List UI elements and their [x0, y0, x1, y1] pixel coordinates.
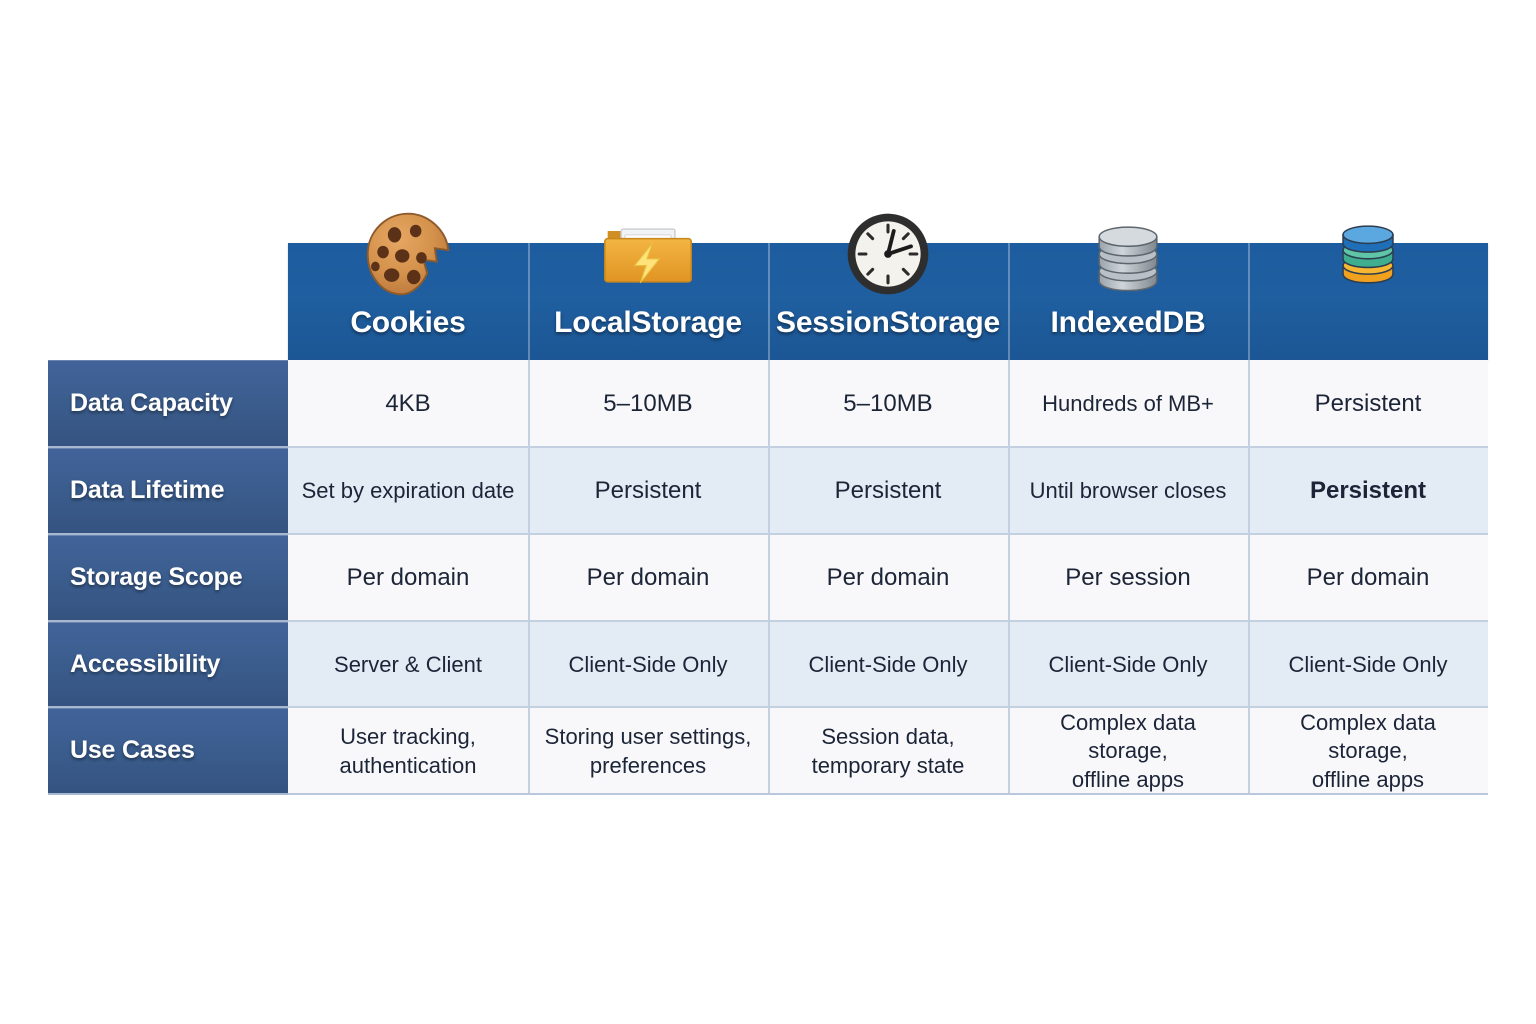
table-cell: Persistent — [1248, 360, 1488, 448]
table-cell: Persistent — [528, 448, 768, 535]
column-header-label: LocalStorage — [554, 306, 742, 339]
table-cell: Per session — [1008, 535, 1248, 622]
table-cell: Per domain — [1248, 535, 1488, 622]
table-cell: Complex data storage, offline apps — [1248, 708, 1488, 795]
row-header-accessibility: Accessibility — [48, 622, 288, 708]
table-cell: Complex data storage, offline apps — [1008, 708, 1248, 795]
table-cell: Until browser closes — [1008, 448, 1248, 535]
table-cell: User tracking, authentication — [288, 708, 528, 795]
row-header-data-lifetime: Data Lifetime — [48, 448, 288, 535]
table-cell: Client-Side Only — [1008, 622, 1248, 708]
column-header-indexeddb[interactable]: IndexedDB — [1008, 196, 1248, 360]
database-color-icon — [1342, 225, 1394, 284]
table-cell: 5–10MB — [528, 360, 768, 448]
clock-icon — [847, 213, 929, 295]
row-header-data-capacity: Data Capacity — [48, 360, 288, 448]
table-cell: Client-Side Only — [768, 622, 1008, 708]
table-cell: Per domain — [768, 535, 1008, 622]
table-cell: Per domain — [288, 535, 528, 622]
column-header-extra[interactable] — [1248, 196, 1488, 360]
table-row: Use Cases User tracking, authentication … — [48, 708, 1488, 795]
table-row: Accessibility Server & Client Client-Sid… — [48, 622, 1488, 708]
table-cell: 5–10MB — [768, 360, 1008, 448]
column-header-label: Cookies — [350, 306, 466, 339]
cookie-icon — [366, 212, 450, 296]
table-row: Data Capacity 4KB 5–10MB 5–10MB Hundreds… — [48, 360, 1488, 448]
table-cell: Storing user settings, preferences — [528, 708, 768, 795]
table-cell: Per domain — [528, 535, 768, 622]
table-cell: Hundreds of MB+ — [1008, 360, 1248, 448]
table-cell: Persistent — [768, 448, 1008, 535]
table-row: Data Lifetime Set by expiration date Per… — [48, 448, 1488, 535]
comparison-table: Cookies LocalStorage — [48, 196, 1488, 796]
column-header-localstorage[interactable]: LocalStorage — [528, 196, 768, 360]
table-cell: Set by expiration date — [288, 448, 528, 535]
row-header-use-cases: Use Cases — [48, 708, 288, 795]
table-cell: Client-Side Only — [1248, 622, 1488, 708]
table-cell: Persistent — [1248, 448, 1488, 535]
row-header-storage-scope: Storage Scope — [48, 535, 288, 622]
column-header-cookies[interactable]: Cookies — [288, 196, 528, 360]
table-header-row: Cookies LocalStorage — [288, 196, 1488, 360]
table-row: Storage Scope Per domain Per domain Per … — [48, 535, 1488, 622]
table-cell: Session data, temporary state — [768, 708, 1008, 795]
table-cell: Client-Side Only — [528, 622, 768, 708]
table-cell: 4KB — [288, 360, 528, 448]
column-header-label: SessionStorage — [776, 306, 1000, 339]
column-header-sessionstorage[interactable]: SessionStorage — [768, 196, 1008, 360]
table-body: Data Capacity 4KB 5–10MB 5–10MB Hundreds… — [48, 360, 1488, 795]
database-gray-icon — [1098, 226, 1158, 292]
column-header-label: IndexedDB — [1050, 306, 1206, 339]
folder-lightning-icon — [604, 228, 692, 284]
table-cell: Server & Client — [288, 622, 528, 708]
